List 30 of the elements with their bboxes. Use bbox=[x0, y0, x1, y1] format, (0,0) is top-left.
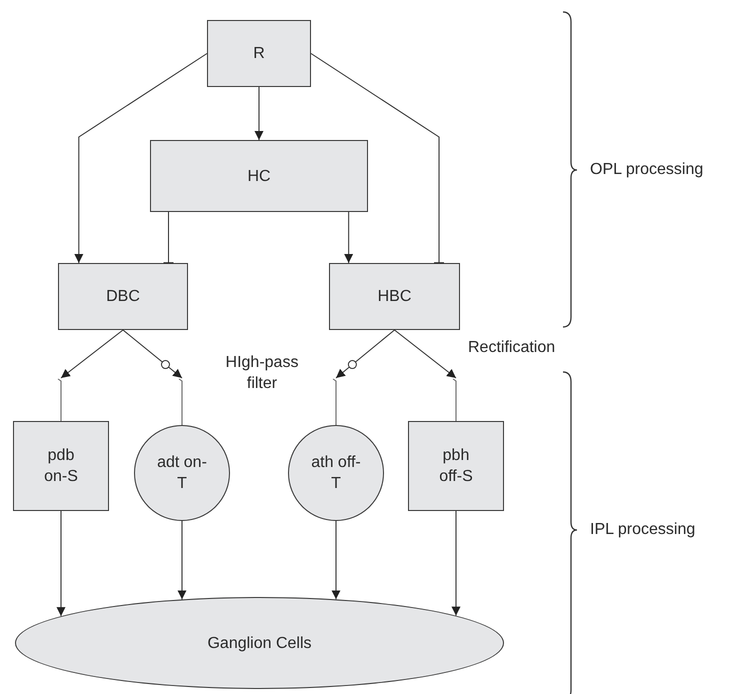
node-label: HC bbox=[246, 166, 272, 186]
annotation-text: IPL processing bbox=[590, 520, 696, 540]
cell-box bbox=[408, 421, 504, 511]
arrow bbox=[344, 212, 354, 264]
arrow bbox=[74, 53, 208, 264]
node-label: DBC bbox=[105, 287, 141, 307]
arrow bbox=[254, 86, 264, 140]
cell-box bbox=[13, 421, 109, 511]
cell-box bbox=[150, 140, 368, 212]
node-label: pdb on-S bbox=[43, 446, 79, 487]
node-label: ath off-T bbox=[310, 453, 362, 494]
arrow bbox=[336, 330, 395, 378]
arrow bbox=[60, 330, 124, 378]
annotation-text: OPL processing bbox=[590, 160, 704, 180]
cell-box bbox=[58, 263, 188, 330]
cell-box bbox=[329, 263, 460, 330]
node-label: HBC bbox=[376, 287, 412, 307]
node-label: Ganglion Cells bbox=[206, 634, 313, 654]
arrow bbox=[178, 520, 186, 600]
arrow bbox=[122, 330, 182, 378]
arrow bbox=[452, 510, 460, 616]
arrow bbox=[56, 510, 66, 617]
arrow bbox=[332, 520, 340, 600]
cell-box bbox=[207, 20, 311, 87]
annotation-text: HIgh-pass filter bbox=[224, 353, 300, 394]
node-label: pbh off-S bbox=[438, 446, 474, 487]
node-label: adt on-T bbox=[156, 453, 208, 494]
arrow bbox=[394, 330, 456, 378]
annotation-text: Rectification bbox=[468, 338, 556, 358]
node-label: R bbox=[252, 44, 266, 64]
